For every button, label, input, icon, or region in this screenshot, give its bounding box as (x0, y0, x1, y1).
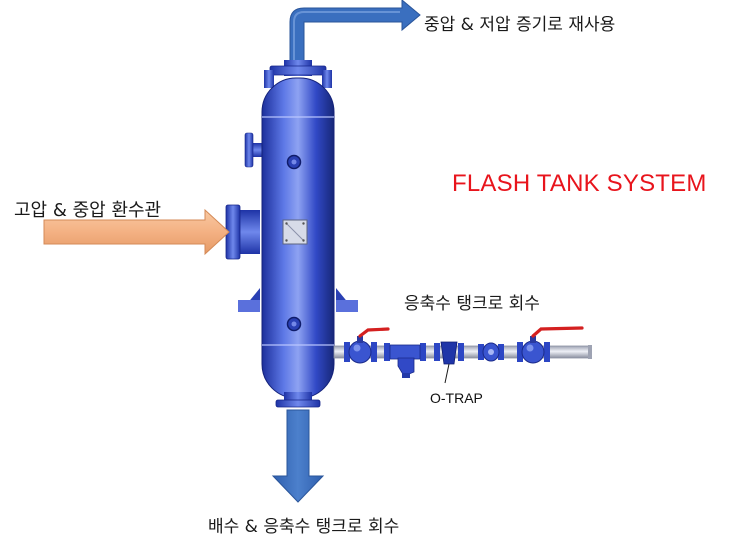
support-legs (238, 288, 358, 312)
strainer-icon (384, 343, 426, 378)
drain-label: 배수 & 응축수 탱크로 회수 (208, 517, 400, 537)
inlet-label: 고압 & 중압 환수관 (14, 200, 162, 221)
trap-label: O-TRAP (430, 390, 483, 406)
diagram-title: FLASH TANK SYSTEM (452, 170, 707, 197)
inlet-arrow (43, 208, 230, 256)
ball-valve-icon (517, 326, 584, 364)
steam-outlet-arrow (289, 0, 421, 65)
steam-reuse-label: 중압 & 저압 증기로 재사용 (424, 15, 616, 35)
flash-tank-vessel (261, 77, 335, 399)
upper-side-nozzle (244, 132, 262, 168)
bottom-nozzle (275, 392, 321, 408)
drain-arrow (271, 409, 325, 503)
trap-icon (434, 341, 464, 384)
inlet-nozzle (225, 204, 260, 260)
sight-glass-icon (478, 342, 504, 362)
ball-valve-icon (344, 327, 390, 364)
condensate-return-label: 응축수 탱크로 회수 (404, 294, 540, 314)
top-nozzle (264, 60, 332, 88)
